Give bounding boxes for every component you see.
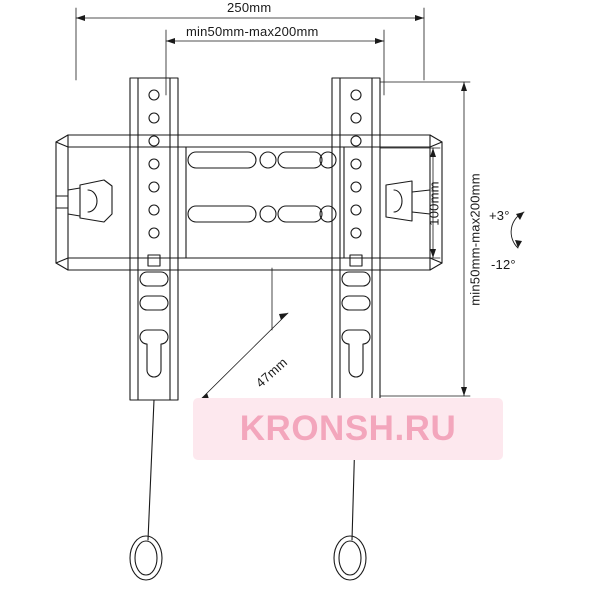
watermark-text: KRONSH.RU <box>239 409 457 448</box>
wall-rail <box>55 134 443 271</box>
label-horizontal-range: min50mm-max200mm <box>186 24 319 39</box>
left-vertical-arm <box>129 77 179 401</box>
left-latch-assembly <box>55 179 113 223</box>
dimension-100mm <box>379 147 441 259</box>
label-vertical-100mm: 100mm <box>426 181 442 226</box>
label-tilt-down: -12° <box>491 257 516 272</box>
label-overall-width: 250mm <box>227 0 272 15</box>
label-vertical-range: min50mm-max200mm <box>467 173 483 306</box>
dimension-47mm <box>199 267 289 401</box>
label-tilt-up: +3° <box>489 208 510 223</box>
tilt-angle-indicator <box>510 211 525 249</box>
left-pull-cord <box>129 399 163 581</box>
dimension-horizontal-range <box>165 29 385 96</box>
watermark-kronsh-ru: KRONSH.RU <box>193 398 503 460</box>
dimension-250mm <box>75 7 425 81</box>
right-latch-assembly <box>385 180 431 222</box>
dimension-vertical-range <box>379 81 471 397</box>
right-vertical-arm <box>331 77 381 401</box>
